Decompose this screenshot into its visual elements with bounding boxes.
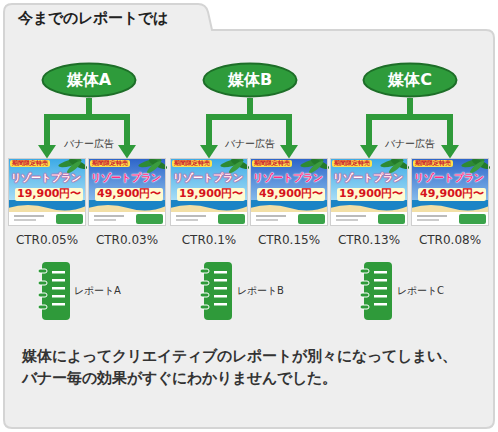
banner-ribbon: 期間限定特売 [90, 160, 130, 167]
media-name: 媒体B [228, 70, 272, 91]
banner-price: 19,900円〜 [337, 188, 405, 201]
banner-price: 49,900円〜 [95, 188, 163, 201]
banner-price: 49,900円〜 [418, 188, 486, 201]
banner-picture [8, 157, 88, 226]
banner-picture [330, 157, 410, 226]
banner-ribbon: 期間限定特売 [172, 160, 212, 167]
branch-arrow [410, 98, 450, 145]
banner-ribbon: 期間限定特売 [252, 160, 292, 167]
media-ellipse: 媒体C [362, 62, 458, 98]
banner-headline: リゾートプラン [91, 172, 161, 184]
banner-picture [88, 157, 168, 226]
ctr-value: CTR0.1% [182, 233, 237, 247]
media-name: 媒体A [67, 70, 111, 91]
group-label: バナー広告 [64, 137, 114, 151]
banner-headline: リゾートプラン [253, 172, 323, 184]
ellipse-shape [204, 64, 297, 97]
banner-picture [250, 157, 330, 226]
banner-price: 49,900円〜 [257, 188, 325, 201]
banner-ad: 期間限定特売リゾートプラン 19,900円〜 [170, 158, 248, 226]
banner-picture [411, 157, 491, 226]
ctr-value: CTR0.13% [338, 233, 400, 247]
report-label: レポートC [397, 284, 444, 298]
banner-ad: 期間限定特売リゾートプラン 49,900円〜 [250, 158, 328, 226]
banner-headline: リゾートプラン [333, 172, 403, 184]
banner-headline: リゾートプラン [11, 172, 81, 184]
branch-arrow [47, 98, 89, 145]
ellipse-shape [43, 64, 136, 97]
branch-arrow [369, 98, 410, 145]
ctr-value: CTR0.05% [16, 233, 78, 247]
banner-ribbon: 期間限定特売 [10, 160, 50, 167]
panel-title: 今までのレポートでは [18, 9, 168, 28]
banner-price: 19,900円〜 [15, 188, 83, 201]
banner-ad: 期間限定特売リゾートプラン 19,900円〜 [330, 158, 408, 226]
banner-ad: 期間限定特売リゾートプラン 19,900円〜 [8, 158, 86, 226]
report-icon [360, 262, 392, 320]
ctr-value: CTR0.08% [419, 233, 481, 247]
branch-arrow [250, 98, 289, 145]
branch-arrow [209, 98, 250, 145]
report-label: レポートB [237, 284, 284, 298]
banner-ad: 期間限定特売リゾートプラン 49,900円〜 [88, 158, 166, 226]
media-ellipse: 媒体A [41, 62, 137, 98]
report-icon [200, 262, 232, 320]
group-label: バナー広告 [225, 137, 275, 151]
banner-ribbon: 期間限定特売 [413, 160, 453, 167]
banner-ribbon: 期間限定特売 [332, 160, 372, 167]
branch-arrow [89, 98, 127, 145]
ellipse-shape [364, 64, 457, 97]
panel [4, 4, 494, 428]
ctr-value: CTR0.03% [96, 233, 158, 247]
report-icon [38, 262, 70, 320]
media-ellipse: 媒体B [202, 62, 298, 98]
banner-headline: リゾートプラン [414, 172, 484, 184]
media-name: 媒体C [388, 70, 432, 91]
report-label: レポートA [74, 284, 121, 298]
ctr-value: CTR0.15% [258, 233, 320, 247]
banner-picture [170, 157, 250, 226]
group-label: バナー広告 [385, 137, 435, 151]
caption: 媒体によってクリエイティブのレポートが別々になってしまい、バナー毎の効果がすぐに… [22, 346, 470, 390]
banner-headline: リゾートプラン [173, 172, 243, 184]
banner-price: 19,900円〜 [177, 188, 245, 201]
banner-ad: 期間限定特売リゾートプラン 49,900円〜 [411, 158, 489, 226]
